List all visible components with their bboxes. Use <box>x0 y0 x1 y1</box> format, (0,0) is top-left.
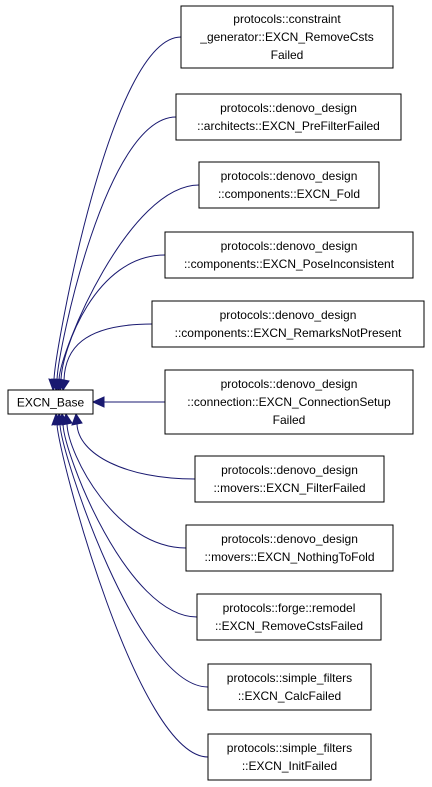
node-label-line: ::components::EXCN_Fold <box>218 187 360 201</box>
node-remove-csts-failed-cg[interactable]: protocols::constraint_generator::EXCN_Re… <box>180 5 394 69</box>
node-calc-failed[interactable]: protocols::simple_filters::EXCN_CalcFail… <box>207 663 372 711</box>
node-label-line: Failed <box>271 48 304 62</box>
node-box <box>207 733 372 781</box>
node-filter-failed[interactable]: protocols::denovo_design::movers::EXCN_F… <box>194 455 385 503</box>
edge-fold <box>58 184 200 381</box>
edge-remove-csts-failed-cg <box>53 36 182 381</box>
node-pre-filter-failed[interactable]: protocols::denovo_design::architects::EX… <box>175 93 402 141</box>
node-box <box>198 161 380 209</box>
node-box <box>164 369 414 435</box>
node-excn-base[interactable]: EXCN_Base <box>7 389 94 415</box>
node-label-line: protocols::denovo_design <box>220 101 357 115</box>
node-fold[interactable]: protocols::denovo_design::components::EX… <box>198 161 380 209</box>
node-label-line: protocols::denovo_design <box>221 169 358 183</box>
node-box <box>151 300 425 348</box>
node-label-line: ::EXCN_RemoveCstsFailed <box>215 619 363 633</box>
arrowhead <box>58 378 70 392</box>
node-label-line: protocols::denovo_design <box>221 377 358 391</box>
node-box <box>207 663 372 711</box>
node-label-line: protocols::denovo_design <box>220 308 357 322</box>
node-box <box>175 93 402 141</box>
edge-remove-csts-failed-forge <box>62 423 198 618</box>
node-remarks-not-present[interactable]: protocols::denovo_design::components::EX… <box>151 300 425 348</box>
edge-remarks-not-present <box>63 323 153 381</box>
node-connection-setup-failed[interactable]: protocols::denovo_design::connection::EX… <box>164 369 414 435</box>
inheritance-edges <box>48 36 209 758</box>
node-label-line: protocols::simple_filters <box>227 741 352 755</box>
node-label-line: protocols::denovo_design <box>221 463 358 477</box>
node-label-line: ::components::EXCN_PoseInconsistent <box>184 257 395 271</box>
node-box <box>180 5 394 69</box>
node-label-line: ::movers::EXCN_FilterFailed <box>213 481 365 495</box>
node-box <box>7 389 94 415</box>
node-box <box>185 524 394 572</box>
node-box <box>194 455 385 503</box>
node-box <box>164 231 414 279</box>
node-label-line: Failed <box>273 413 306 427</box>
node-label-line: ::EXCN_CalcFailed <box>238 689 341 703</box>
node-label-line: protocols::constraint <box>233 12 341 26</box>
node-label: EXCN_Base <box>17 396 85 410</box>
node-label-line: protocols::denovo_design <box>221 532 358 546</box>
node-label-line: _generator::EXCN_RemoveCsts <box>199 30 373 44</box>
arrowhead <box>51 412 63 426</box>
node-remove-csts-failed-forge[interactable]: protocols::forge::remodel::EXCN_RemoveCs… <box>196 593 382 641</box>
node-box <box>196 593 382 641</box>
node-label-line: ::architects::EXCN_PreFilterFailed <box>197 119 380 133</box>
node-nothing-to-fold[interactable]: protocols::denovo_design::movers::EXCN_N… <box>185 524 394 572</box>
edge-calc-failed <box>59 423 209 688</box>
edge-nothing-to-fold <box>66 423 187 549</box>
arrowhead <box>71 412 83 426</box>
node-label-line: ::components::EXCN_RemarksNotPresent <box>175 326 402 340</box>
node-label-line: protocols::simple_filters <box>227 671 352 685</box>
node-label-line: ::connection::EXCN_ConnectionSetup <box>187 395 391 409</box>
node-label-line: protocols::denovo_design <box>221 239 358 253</box>
node-label-line: protocols::forge::remodel <box>223 601 356 615</box>
edge-init-failed <box>56 423 209 758</box>
edge-pose-inconsistent <box>60 254 166 381</box>
edge-filter-failed <box>76 423 196 480</box>
derived-classes: protocols::constraint_generator::EXCN_Re… <box>151 5 425 781</box>
node-label-line: ::EXCN_InitFailed <box>242 759 337 773</box>
edge-pre-filter-failed <box>56 116 177 381</box>
node-label-line: ::movers::EXCN_NothingToFold <box>204 550 374 564</box>
node-init-failed[interactable]: protocols::simple_filters::EXCN_InitFail… <box>207 733 372 781</box>
arrowhead <box>91 396 105 408</box>
node-pose-inconsistent[interactable]: protocols::denovo_design::components::EX… <box>164 231 414 279</box>
